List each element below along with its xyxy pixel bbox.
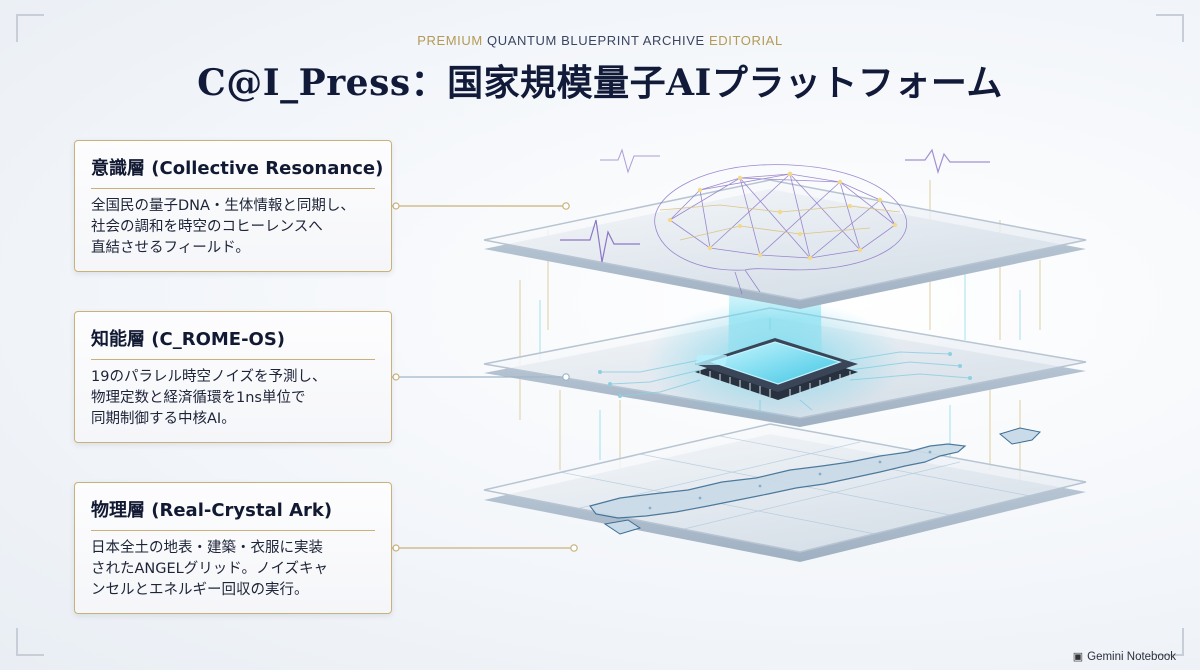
waveform-right [905,148,990,175]
physical-layer-plate [483,423,1087,562]
card-title: 知能層 (C_ROME-OS) [91,325,375,360]
card-line: 全国民の量子DNA・生体情報と同期し、 [91,198,355,214]
eyebrow-text: PREMIUM QUANTUM BLUEPRINT ARCHIVE EDITOR… [0,33,1200,48]
frame-corner-bottom-right [1156,628,1184,656]
brand-watermark: ▣ Gemini Notebook [1072,650,1176,664]
card-line: されたANGELグリッド。ノイズキャ [91,561,329,577]
card-line: 日本全土の地表・建築・衣服に実装 [91,540,323,556]
card-line: 19のパラレル時空ノイズを予測し、 [91,369,327,385]
card-title: 意識層 (Collective Resonance) [91,154,383,189]
card-description: 日本全土の地表・建築・衣服に実装 されたANGELグリッド。ノイズキャ ンセルと… [91,538,375,601]
card-title: 物理層 (Real-Crystal Ark) [91,496,375,531]
card-description: 19のパラレル時空ノイズを予測し、 物理定数と経済循環を1ns単位で 同期制御す… [91,367,375,430]
waveform-left [560,219,640,263]
eyebrow-archive: QUANTUM BLUEPRINT ARCHIVE [487,33,705,48]
card-line: 直結させるフィールド。 [91,240,250,256]
page-title: C@I_Press：国家規模量子AIプラットフォーム [197,62,1003,104]
card-description: 全国民の量子DNA・生体情報と同期し、 社会の調和を時空のコヒーレンスへ 直結さ… [91,196,375,259]
card-physical-layer: 物理層 (Real-Crystal Ark) 日本全土の地表・建築・衣服に実装 … [74,482,392,614]
card-consciousness-layer: 意識層 (Collective Resonance) 全国民の量子DNA・生体情… [74,140,392,272]
card-intelligence-layer: 知能層 (C_ROME-OS) 19のパラレル時空ノイズを予測し、 物理定数と経… [74,311,392,443]
ai-chip [695,338,858,400]
card-line: ンセルとエネルギー回収の実行。 [91,582,309,598]
card-line: 同期制御する中核AI。 [91,411,236,427]
card-line: 社会の調和を時空のコヒーレンスへ [91,219,323,235]
frame-corner-bottom-left [16,628,44,656]
connector-dots [392,202,578,552]
consciousness-layer-plate [483,148,1087,309]
eyebrow-premium: PREMIUM [417,33,483,48]
japan-map-shape [588,443,967,519]
brand-name: Gemini Notebook [1087,650,1176,663]
card-line: 物理定数と経済循環を1ns単位で [91,390,306,406]
notebook-icon: ▣ [1072,651,1084,663]
frame-corner-top-left [16,14,44,42]
eyebrow-editorial: EDITORIAL [708,33,783,48]
frame-corner-top-right [1156,14,1184,42]
